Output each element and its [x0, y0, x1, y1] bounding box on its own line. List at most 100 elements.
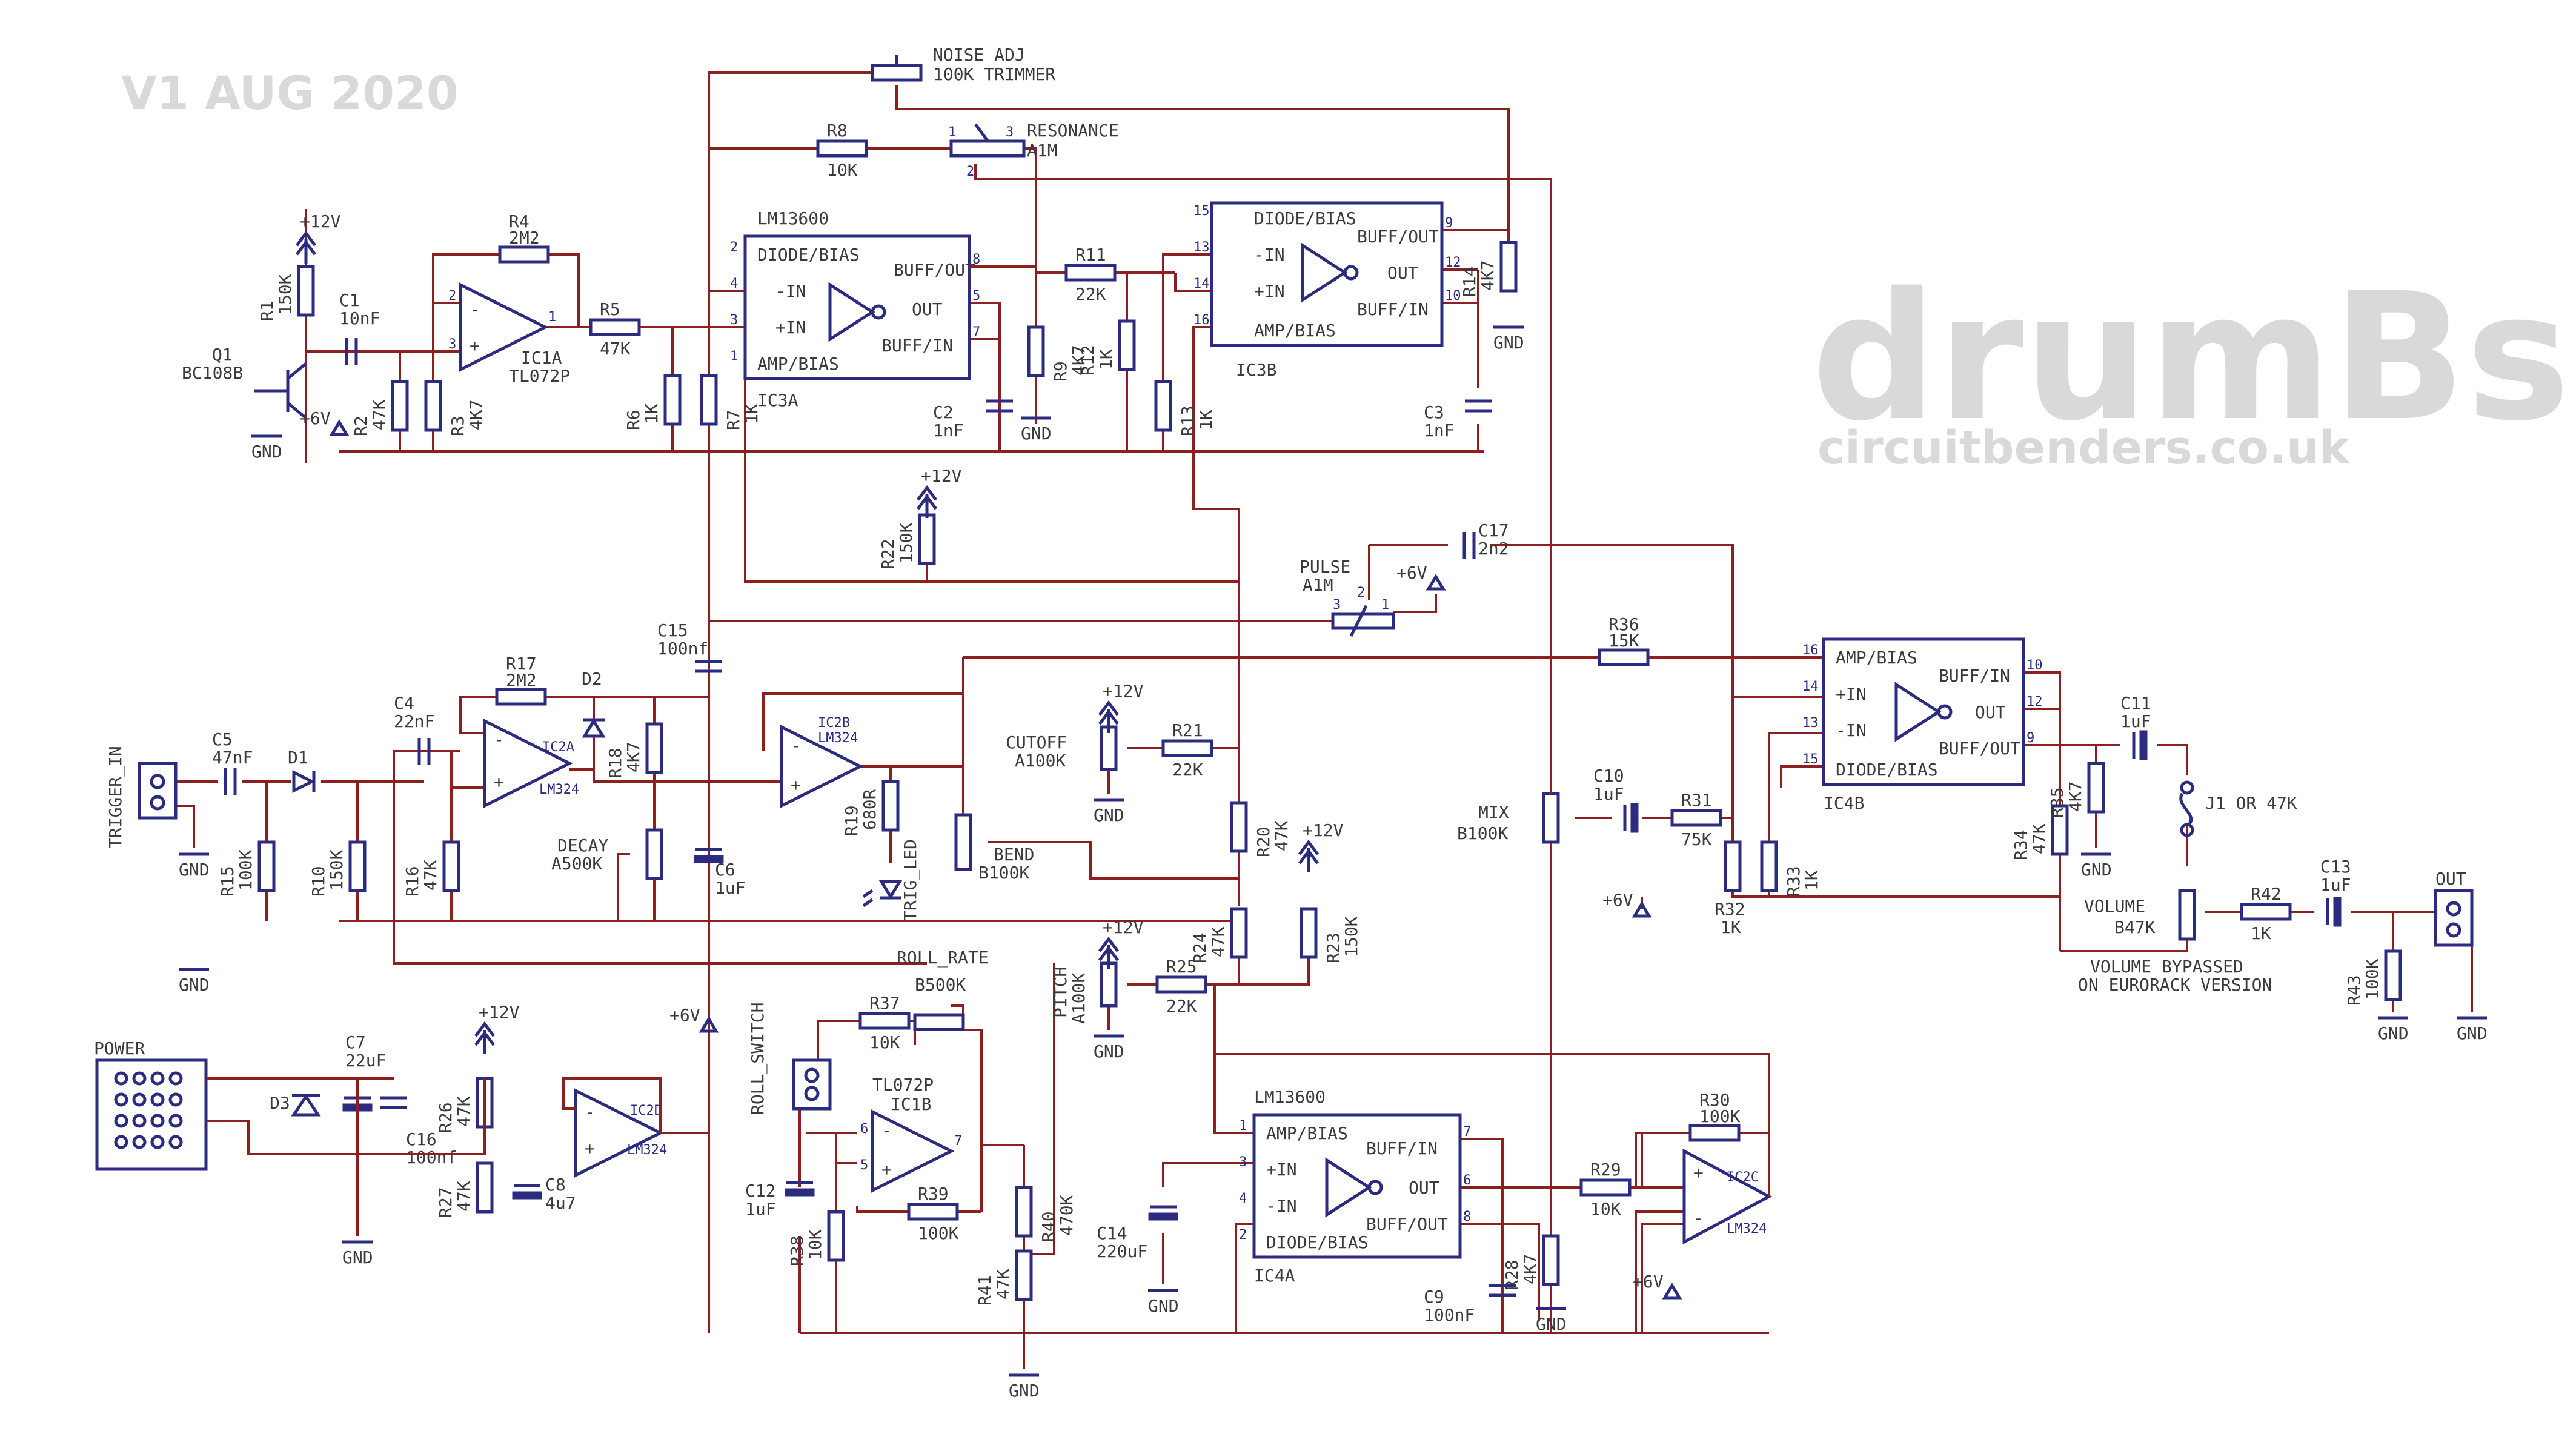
r14-ref: R14: [1459, 266, 1479, 297]
plus6v-symbol: +6V: [1602, 890, 1652, 918]
svg-text:9: 9: [2027, 731, 2034, 746]
svg-text:16: 16: [1802, 643, 1819, 658]
gnd-label-22: GND: [2081, 860, 2112, 880]
r29-value: 10K: [1590, 1199, 1621, 1219]
volume-bypass-note: VOLUME BYPASSED ON EURORACK VERSION: [2078, 957, 2272, 995]
r8-ref: R8: [827, 121, 848, 141]
svg-text:2: 2: [1239, 1227, 1247, 1243]
trig-led: TRIG_LED: [862, 839, 921, 921]
ic2d-part: LM324: [627, 1143, 667, 1158]
c15-value: 100nf: [657, 639, 708, 659]
r24-value: 47K: [1208, 926, 1228, 957]
out-label: OUT: [2435, 869, 2466, 889]
c1-ref: C1: [339, 290, 360, 310]
brand-logo: drumBs: [1811, 256, 2571, 460]
cutoff-value: A100K: [1015, 751, 1066, 771]
svg-text:7: 7: [972, 325, 980, 340]
c8-ref: C8: [545, 1175, 566, 1195]
c13-value: 1uF: [2320, 875, 2351, 895]
svg-text:6: 6: [1463, 1173, 1471, 1188]
c14-ref: C14: [1097, 1223, 1127, 1243]
r32-ref: R32: [1715, 899, 1745, 919]
c6-value: 1uF: [715, 878, 746, 898]
ic4b-ref: IC4B: [1824, 793, 1864, 813]
trigger-in-label: TRIGGER_IN: [105, 746, 126, 848]
connector-roll-switch: ROLL_SWITCH: [748, 1003, 832, 1115]
svg-text:-: -: [881, 1120, 892, 1140]
svg-text:2: 2: [966, 164, 974, 179]
plus12v-symbol: +12V: [1098, 917, 1144, 969]
r15-value: 100K: [236, 849, 256, 891]
d3-label: D3: [270, 1093, 290, 1113]
pitch-name: PITCH: [1051, 967, 1071, 1018]
c3-ref: C3: [1424, 402, 1444, 422]
resistor-r29: R29 10K: [1579, 1160, 1632, 1219]
r43-value: 100K: [2362, 958, 2382, 1000]
opamp-ic1b: -+ 657 TL072P IC1B: [860, 1075, 962, 1194]
v6-label-2: +6V: [300, 408, 331, 428]
c10-value: 1uF: [1593, 784, 1624, 804]
svg-text:8: 8: [1463, 1209, 1471, 1224]
ic4a-pin-diode-bias: DIODE/BIAS: [1266, 1232, 1369, 1252]
r29-ref: R29: [1590, 1160, 1621, 1180]
pot-mix: MIX B100K: [1457, 630, 1560, 844]
r7-value: 1K: [742, 403, 762, 424]
r38-value: 10K: [805, 1229, 825, 1260]
gnd-label-24: GND: [2457, 1023, 2488, 1043]
resonance-value: A1M: [1027, 141, 1058, 161]
pot-bend: BEND B100K: [954, 813, 1034, 883]
ic4a-pin-out: OUT: [1409, 1178, 1439, 1198]
svg-text:10: 10: [1445, 288, 1461, 304]
r11-ref: R11: [1075, 245, 1106, 265]
r2-ref: R2: [351, 416, 371, 436]
opamp-ic2a: -+ IC2A LM324: [483, 718, 579, 809]
trig-led-label: TRIG_LED: [900, 839, 921, 921]
ic3a-pin-plus-in: +IN: [775, 317, 806, 337]
r5-ref: R5: [600, 299, 620, 319]
ground-symbol: GND: [342, 1240, 373, 1267]
pot-volume: VOLUME B47K: [2084, 889, 2196, 941]
r41-value: 47K: [993, 1269, 1013, 1300]
r31-ref: R31: [1681, 790, 1712, 810]
ic4a-part: LM13600: [1254, 1087, 1326, 1107]
connector-trigger-in: TRIGGER_IN: [105, 746, 178, 848]
svg-text:8: 8: [972, 252, 980, 267]
pot-roll-rate: ROLL_RATE B500K: [897, 948, 989, 1031]
ic4b-pin-amp-bias: AMP/BIAS: [1836, 648, 1917, 668]
connector-out: OUT: [2434, 869, 2474, 947]
svg-text:-: -: [470, 299, 480, 319]
svg-text:12: 12: [1445, 255, 1461, 270]
chip-ic3b: DIODE/BIAS BUFF/OUT -IN +IN OUT AMP/BIAS…: [1210, 201, 1444, 380]
resonance-name: RESONANCE: [1027, 121, 1119, 141]
v12-label-9: +12V: [1303, 820, 1344, 840]
r32-value: 1K: [1721, 917, 1741, 937]
c5-ref: C5: [212, 729, 233, 749]
plus6v-symbol: +6V: [669, 1005, 719, 1033]
ic2a-part: LM324: [539, 782, 579, 797]
r17-ref: R17: [506, 654, 537, 674]
v12-label-10: +12V: [1103, 917, 1144, 937]
jumper-j1: J1 OR 47K: [2179, 780, 2297, 837]
decay-name: DECAY: [557, 835, 608, 855]
svg-text:7: 7: [954, 1134, 962, 1149]
svg-text:+: +: [494, 772, 504, 792]
ic4b-pin-buff-in: BUFF/IN: [1939, 666, 2010, 686]
ground-symbol: GND: [179, 852, 210, 880]
r10-value: 150K: [327, 849, 347, 891]
